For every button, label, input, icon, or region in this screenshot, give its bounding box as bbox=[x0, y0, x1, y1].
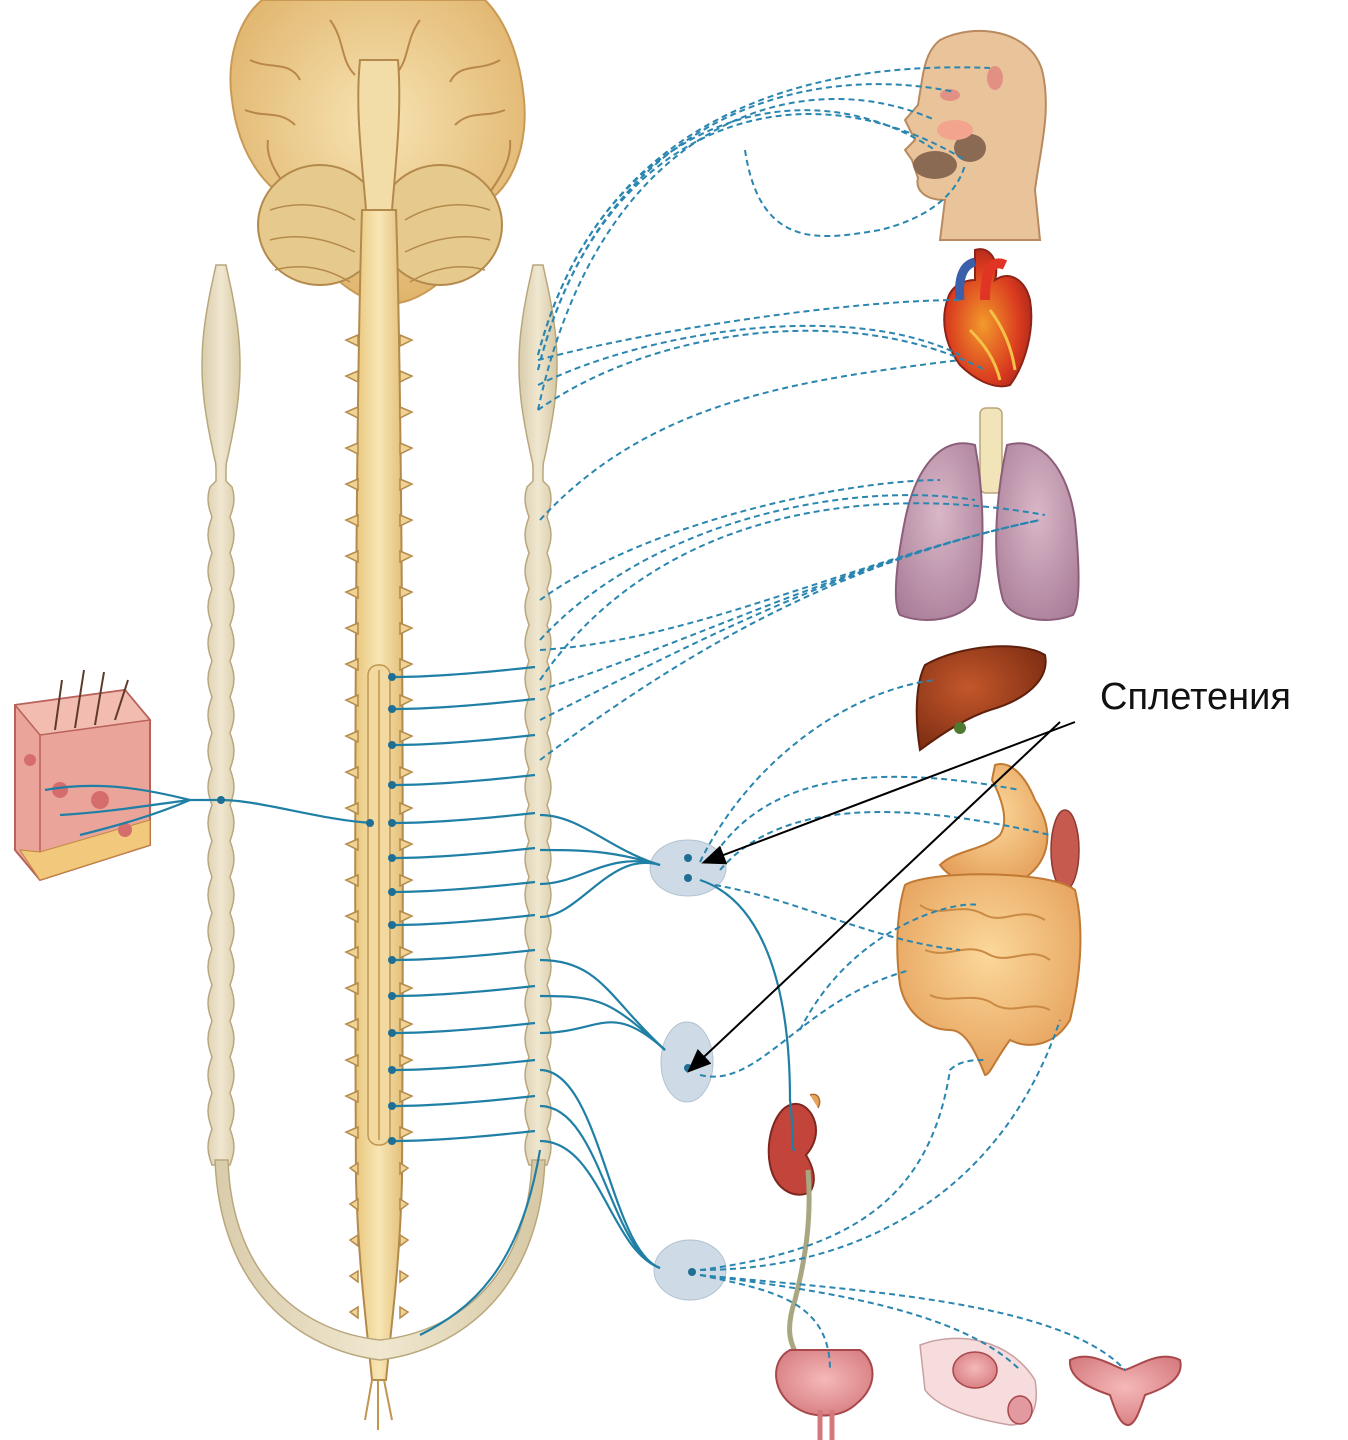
preganglionic-fiber bbox=[392, 1096, 535, 1106]
synapse-dot bbox=[388, 992, 396, 1000]
synapse-dot bbox=[688, 1268, 696, 1276]
plexus-label: Сплетения bbox=[1100, 676, 1291, 719]
synapse-dot bbox=[388, 1137, 396, 1145]
fiber-to-intestines bbox=[700, 970, 910, 1077]
fiber-to-colon bbox=[700, 1060, 985, 1270]
heart bbox=[944, 249, 1031, 386]
preganglionic-fiber bbox=[392, 950, 535, 960]
synapse-dot bbox=[388, 888, 396, 896]
splanchnic-nerve bbox=[540, 1106, 660, 1268]
preganglionic-fiber bbox=[392, 986, 535, 996]
preganglionic-fiber bbox=[392, 775, 535, 785]
fiber-to-head bbox=[538, 99, 935, 410]
synapse-dot bbox=[217, 796, 225, 804]
left-sympathetic-chain bbox=[202, 265, 240, 1165]
liver bbox=[917, 646, 1046, 750]
splanchnic-nerve bbox=[540, 815, 660, 865]
fiber-to-heart bbox=[538, 300, 960, 360]
splanchnic-nerve bbox=[540, 1022, 665, 1050]
fiber-to-colon bbox=[700, 1020, 1060, 1270]
synapse-dot bbox=[388, 854, 396, 862]
preganglionic-fiber bbox=[392, 1060, 535, 1070]
preganglionic-fiber bbox=[392, 1023, 535, 1033]
splanchnic-nerve bbox=[540, 863, 660, 917]
synapse-dot bbox=[388, 1066, 396, 1074]
preganglionic-fiber bbox=[392, 813, 535, 823]
splanchnic-nerve bbox=[540, 960, 665, 1050]
preganglionic-fiber bbox=[392, 882, 535, 892]
lungs bbox=[896, 408, 1079, 620]
synapse-dot bbox=[388, 819, 396, 827]
synapse-dot bbox=[388, 1029, 396, 1037]
splanchnic-nerve bbox=[540, 1070, 660, 1268]
skin-block bbox=[15, 670, 150, 880]
preganglionic-fiber bbox=[392, 1131, 535, 1141]
preganglionic-fiber bbox=[392, 735, 535, 745]
preganglionic-fiber bbox=[392, 915, 535, 925]
synapse-dot bbox=[366, 819, 374, 827]
synapse-dot bbox=[388, 921, 396, 929]
synapse-dot bbox=[388, 1102, 396, 1110]
urinary-bladder bbox=[776, 1350, 872, 1440]
fiber-to-liver bbox=[700, 680, 935, 862]
synapse-dot bbox=[388, 956, 396, 964]
male-reproductive-organs bbox=[920, 1338, 1036, 1425]
superior-mesenteric-ganglion bbox=[661, 1022, 713, 1102]
kidney bbox=[769, 1094, 820, 1360]
splanchnic-nerve bbox=[540, 861, 660, 884]
synapse-dot bbox=[684, 854, 692, 862]
synapse-dot bbox=[684, 874, 692, 882]
synapse-dot bbox=[388, 673, 396, 681]
preganglionic-fiber bbox=[392, 667, 535, 677]
fiber-to-heart bbox=[538, 331, 985, 410]
head-face bbox=[905, 31, 1046, 240]
preganglionic-fiber bbox=[392, 848, 535, 858]
fiber-to-heart bbox=[538, 326, 960, 385]
preganglionic-fiber bbox=[392, 699, 535, 709]
synapse-dot bbox=[388, 781, 396, 789]
intestines bbox=[897, 874, 1080, 1075]
fiber-to-lungs bbox=[540, 480, 940, 600]
synapse-dot bbox=[388, 705, 396, 713]
synapse-dot bbox=[388, 741, 396, 749]
stomach bbox=[940, 764, 1079, 890]
celiac-ganglion bbox=[650, 840, 726, 896]
fiber-to-genitals bbox=[700, 1275, 1125, 1370]
female-reproductive-organs bbox=[1070, 1357, 1181, 1425]
splanchnic-nerve bbox=[540, 1141, 660, 1268]
spinal-cord bbox=[346, 210, 412, 1430]
